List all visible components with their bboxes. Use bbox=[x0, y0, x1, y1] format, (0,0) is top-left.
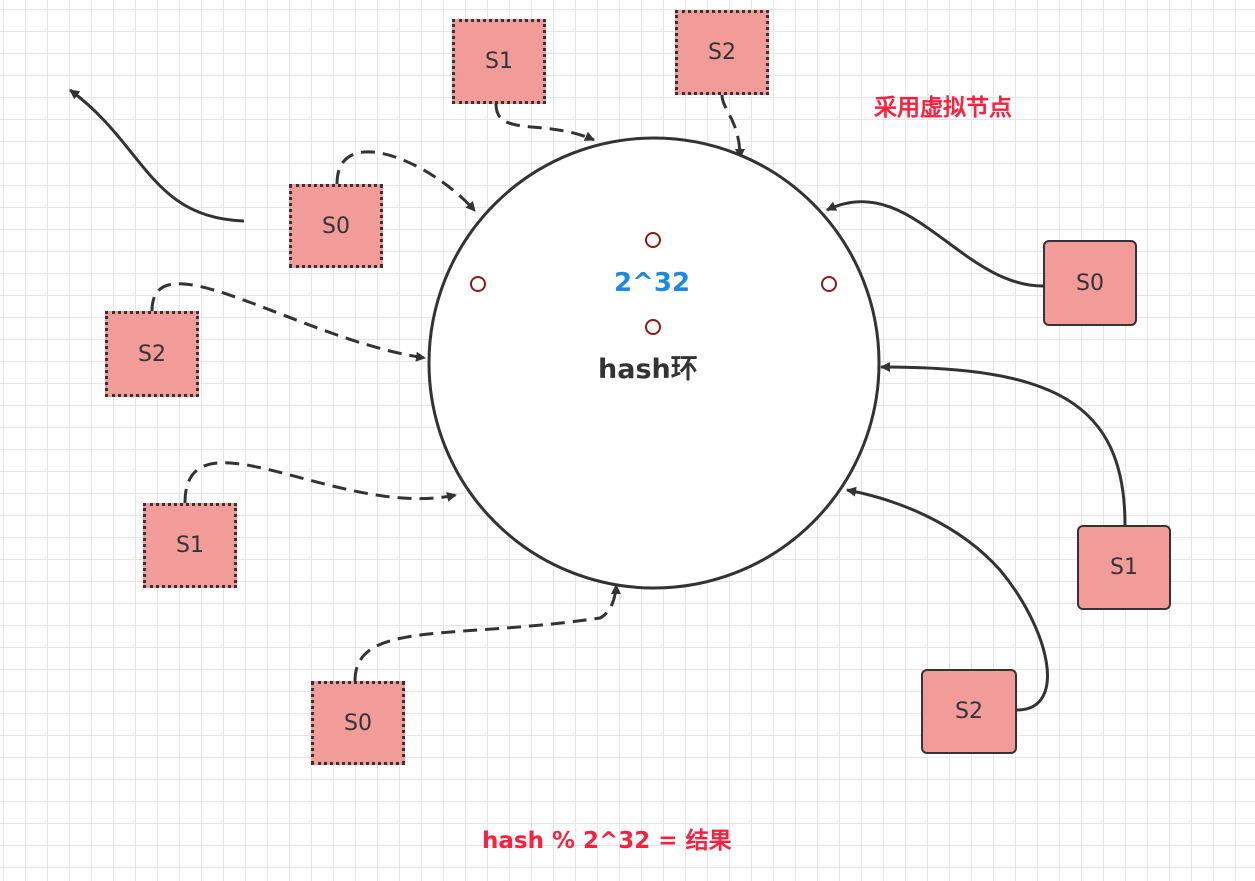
physical-node-s2: S2 bbox=[921, 669, 1017, 754]
ring-marker bbox=[470, 276, 486, 292]
connector-arrows bbox=[69, 88, 1127, 712]
ring-marker bbox=[821, 276, 837, 292]
hash-ring bbox=[427, 136, 881, 590]
virtual-node-s2-top: S2 bbox=[675, 10, 769, 95]
edge-physical-s0-to-ring bbox=[826, 200, 1044, 288]
edge-s1-top-to-ring bbox=[494, 103, 595, 142]
edge-s2-left-to-ring bbox=[150, 282, 426, 362]
ring-modulus-label: 2^32 bbox=[614, 268, 691, 298]
virtual-node-s1-top: S1 bbox=[452, 19, 546, 104]
physical-node-s1: S1 bbox=[1077, 525, 1171, 610]
virtual-node-s2-left: S2 bbox=[105, 311, 199, 397]
edge-s0-bottom-to-ring bbox=[353, 584, 621, 682]
edge-s0-upper-left-to-ring bbox=[335, 150, 477, 212]
ring-marker bbox=[645, 232, 661, 248]
physical-node-s0: S0 bbox=[1043, 240, 1137, 326]
virtual-node-s0-upper-left: S0 bbox=[289, 184, 383, 268]
virtual-node-s0-bottom: S0 bbox=[311, 681, 405, 765]
ring-marker bbox=[645, 319, 661, 335]
ring-position-markers bbox=[470, 232, 837, 335]
virtual-node-s1-lower-left: S1 bbox=[143, 503, 237, 588]
hash-formula: hash % 2^32 = 结果 bbox=[482, 828, 732, 854]
edge-physical-s2-to-ring bbox=[846, 486, 1049, 712]
edge-physical-s1-to-ring bbox=[880, 362, 1127, 526]
edge-s2-top-to-ring bbox=[720, 94, 745, 159]
edge-s1-lower-left-to-ring bbox=[183, 461, 457, 504]
free-curved-arrow bbox=[69, 88, 245, 223]
hash-ring-label: hash环 bbox=[598, 354, 698, 385]
diagram-title: 采用虚拟节点 bbox=[874, 95, 1012, 121]
